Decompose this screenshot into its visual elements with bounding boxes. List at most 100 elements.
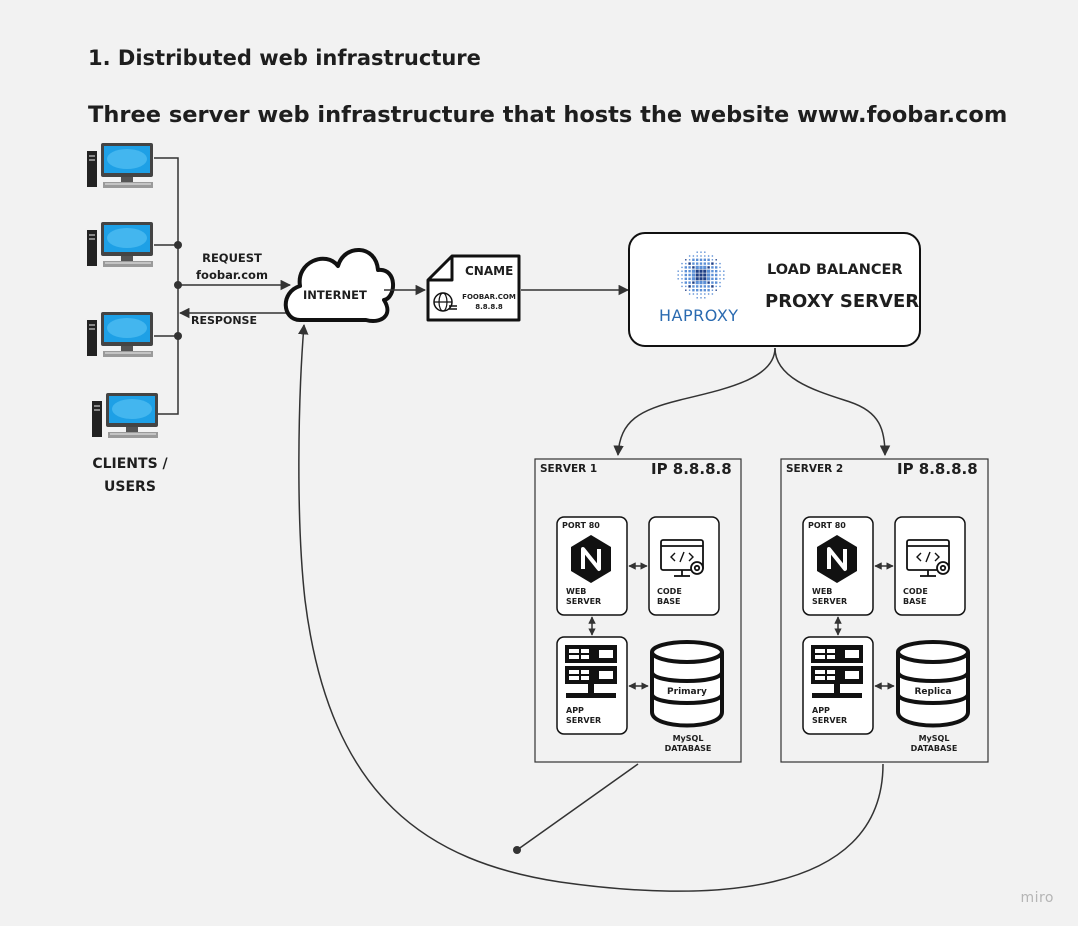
haproxy-logo-dot <box>699 262 703 265</box>
haproxy-logo-dot <box>685 285 687 288</box>
client-computer-icon <box>92 393 158 438</box>
dns-record-value: FOOBAR.COM 8.8.8.8 <box>459 292 519 312</box>
haproxy-logo-dot <box>681 285 683 288</box>
server2-db-role: Replica <box>914 687 952 697</box>
haproxy-logo-dot <box>681 274 683 276</box>
haproxy-logo-dot <box>715 262 717 265</box>
haproxy-logo-dot <box>707 266 710 269</box>
haproxy-logo-dot <box>707 269 711 273</box>
haproxy-logo-dot <box>684 273 687 277</box>
haproxy-logo-dot <box>681 281 683 284</box>
haproxy-logo-dot <box>707 273 711 277</box>
server1-code-line1: CODE <box>657 587 682 596</box>
haproxy-logo-dot <box>688 285 691 288</box>
haproxy-logo-dot <box>700 251 702 253</box>
haproxy-logo-dot <box>695 281 699 285</box>
haproxy-logo-dot <box>700 293 702 295</box>
server2-web-line1: WEB <box>812 587 833 596</box>
haproxy-logo-dot <box>703 281 707 285</box>
haproxy-logo-dot <box>688 289 691 291</box>
haproxy-logo-dot <box>684 270 687 273</box>
haproxy-logo-dot <box>692 285 695 288</box>
haproxy-logo-dot <box>723 274 725 276</box>
haproxy-logo-dot <box>715 273 718 277</box>
haproxy-logo-dot <box>692 258 695 261</box>
haproxy-logo-dot <box>719 262 721 265</box>
junction-dots <box>174 241 182 340</box>
client-computer-icon <box>87 222 153 267</box>
haproxy-logo-dot <box>715 285 717 288</box>
haproxy-logo-dot <box>696 289 699 292</box>
haproxy-logo-dot <box>715 277 718 280</box>
dns-record-type: CNAME <box>465 264 514 278</box>
haproxy-logo-dot <box>699 258 703 261</box>
haproxy-logo-dot <box>707 289 710 292</box>
haproxy-logo-dot <box>711 281 714 284</box>
haproxy-logo-dot <box>715 270 718 273</box>
haproxy-logo-dot <box>723 278 725 280</box>
haproxy-logo-dot <box>699 269 703 273</box>
server2-app-line1: APP <box>812 706 830 715</box>
haproxy-logo-dot <box>684 277 687 280</box>
internet-label: INTERNET <box>303 288 367 302</box>
haproxy-logo-dot <box>691 269 695 273</box>
internal-links <box>588 562 895 690</box>
haproxy-logo-dot <box>700 297 702 299</box>
haproxy-logo-dot <box>704 255 706 257</box>
haproxy-logo-dot <box>719 281 721 284</box>
haproxy-logo-dot <box>695 265 699 269</box>
server1-ip: IP 8.8.8.8 <box>651 460 732 478</box>
haproxy-logo-dot <box>684 266 687 269</box>
haproxy-logo-dot <box>711 273 714 277</box>
haproxy-logo-dot <box>688 273 691 277</box>
lb-title-line1: LOAD BALANCER <box>767 262 903 278</box>
code-base-icon <box>660 539 704 577</box>
haproxy-logo-dot <box>715 281 718 284</box>
haproxy-logo-dot <box>703 273 707 277</box>
haproxy-logo-dot <box>681 270 683 272</box>
haproxy-logo-dot <box>719 270 721 272</box>
haproxy-logo-dot <box>688 259 691 261</box>
haproxy-logo-dot <box>696 251 698 253</box>
haproxy-logo-dot <box>681 266 683 269</box>
dns-domain: FOOBAR.COM <box>462 293 516 301</box>
database-icon <box>650 640 724 728</box>
server2-web-line2: SERVER <box>812 597 848 606</box>
server1-app-line2: SERVER <box>566 716 602 725</box>
response-label: RESPONSE <box>191 314 257 327</box>
request-label-line1: REQUEST <box>202 251 262 265</box>
request-label-line2: foobar.com <box>196 268 268 282</box>
haproxy-logo-dot <box>688 255 691 257</box>
server2-ip: IP 8.8.8.8 <box>897 460 978 478</box>
junction-dot <box>513 846 521 854</box>
load-balancer-box <box>628 232 921 347</box>
haproxy-logo-dot <box>707 277 711 281</box>
dns-record-icon <box>426 254 521 322</box>
haproxy-logo-dot <box>695 273 699 277</box>
server2-db-line1: MySQL <box>918 734 950 743</box>
haproxy-logo-dot <box>703 289 706 292</box>
haproxy-logo-dot <box>703 265 707 269</box>
haproxy-logo-dot <box>707 285 710 288</box>
haproxy-logo-dot <box>719 285 721 288</box>
haproxy-logo-dot <box>688 293 691 295</box>
internet-cloud-icon <box>283 248 395 323</box>
client-computer-icon <box>87 143 153 188</box>
haproxy-logo-dot <box>704 293 706 295</box>
haproxy-logo-dot <box>723 270 725 272</box>
haproxy-logo-dot <box>677 278 679 280</box>
haproxy-logo-dot <box>699 265 703 269</box>
haproxy-logo-dot <box>688 270 691 273</box>
server1-web-line1: WEB <box>566 587 587 596</box>
haproxy-logo-dot <box>688 281 691 284</box>
server1-code-line2: BASE <box>657 597 681 606</box>
return-to-internet-link <box>298 323 884 892</box>
clients-label: CLIENTS / USERS <box>82 453 178 499</box>
clients-label-line1: CLIENTS / <box>92 456 168 472</box>
haproxy-logo-dot <box>684 281 687 284</box>
haproxy-logo-dot <box>688 262 691 265</box>
